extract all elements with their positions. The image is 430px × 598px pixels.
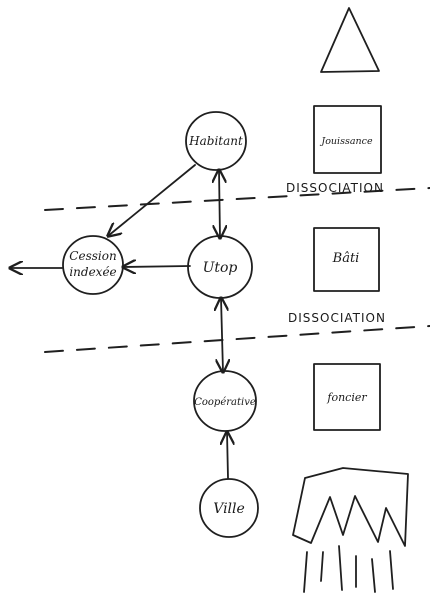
layer-foncier-label: foncier [326,391,367,404]
node-cession-label-line2: indexée [69,265,116,279]
node-ville-label: Ville [213,501,245,517]
separator-line-bottom [44,325,430,353]
node-cooperative-label: Coopérative [194,397,256,408]
node-cession-circle [62,235,124,295]
node-habitant-circle [185,111,247,171]
separator-label-bottom: DISSOCIATION [288,311,386,325]
node-cooperative-circle [193,370,257,432]
edge-utop-cession [123,266,191,267]
node-utop-label: Utop [203,260,238,276]
roots-strand-2 [320,551,324,582]
roots-strand-3 [338,545,343,591]
node-habitant: Habitant [185,111,247,171]
node-cession-label-line1: Cession [69,249,116,263]
edge-ville-cooperative [227,432,228,479]
separator-line-top [44,187,430,211]
layer-jouissance-box [313,105,382,174]
edge-habitant-utop [219,170,220,238]
layer-foncier-box [313,363,381,431]
node-cooperative: Coopérative [193,370,257,432]
layer-jouissance: Jouissance [313,105,382,174]
edge-habitant-cession [108,164,196,236]
layer-bati: Bâti [313,227,380,292]
node-ville: Ville [199,478,259,538]
node-habitant-label: Habitant [188,134,243,148]
node-utop: Utop [187,235,253,299]
roots-strand-6 [389,550,394,590]
triangle-symbol [320,7,380,73]
layer-jouissance-label: Jouissance [319,136,373,147]
layer-bati-label: Bâti [332,251,360,266]
separator-label-top: DISSOCIATION [286,181,384,195]
layer-bati-box [313,227,380,292]
node-utop-circle [187,235,253,299]
roots-crown [292,467,409,547]
node-ville-circle [199,478,259,538]
roots-strand-1 [303,551,308,593]
edge-utop-cooperative [221,298,223,372]
roots-strand-5 [371,558,376,593]
roots-symbol [292,467,409,593]
layer-foncier: foncier [313,363,381,431]
node-cession: Cession indexée [62,235,124,295]
